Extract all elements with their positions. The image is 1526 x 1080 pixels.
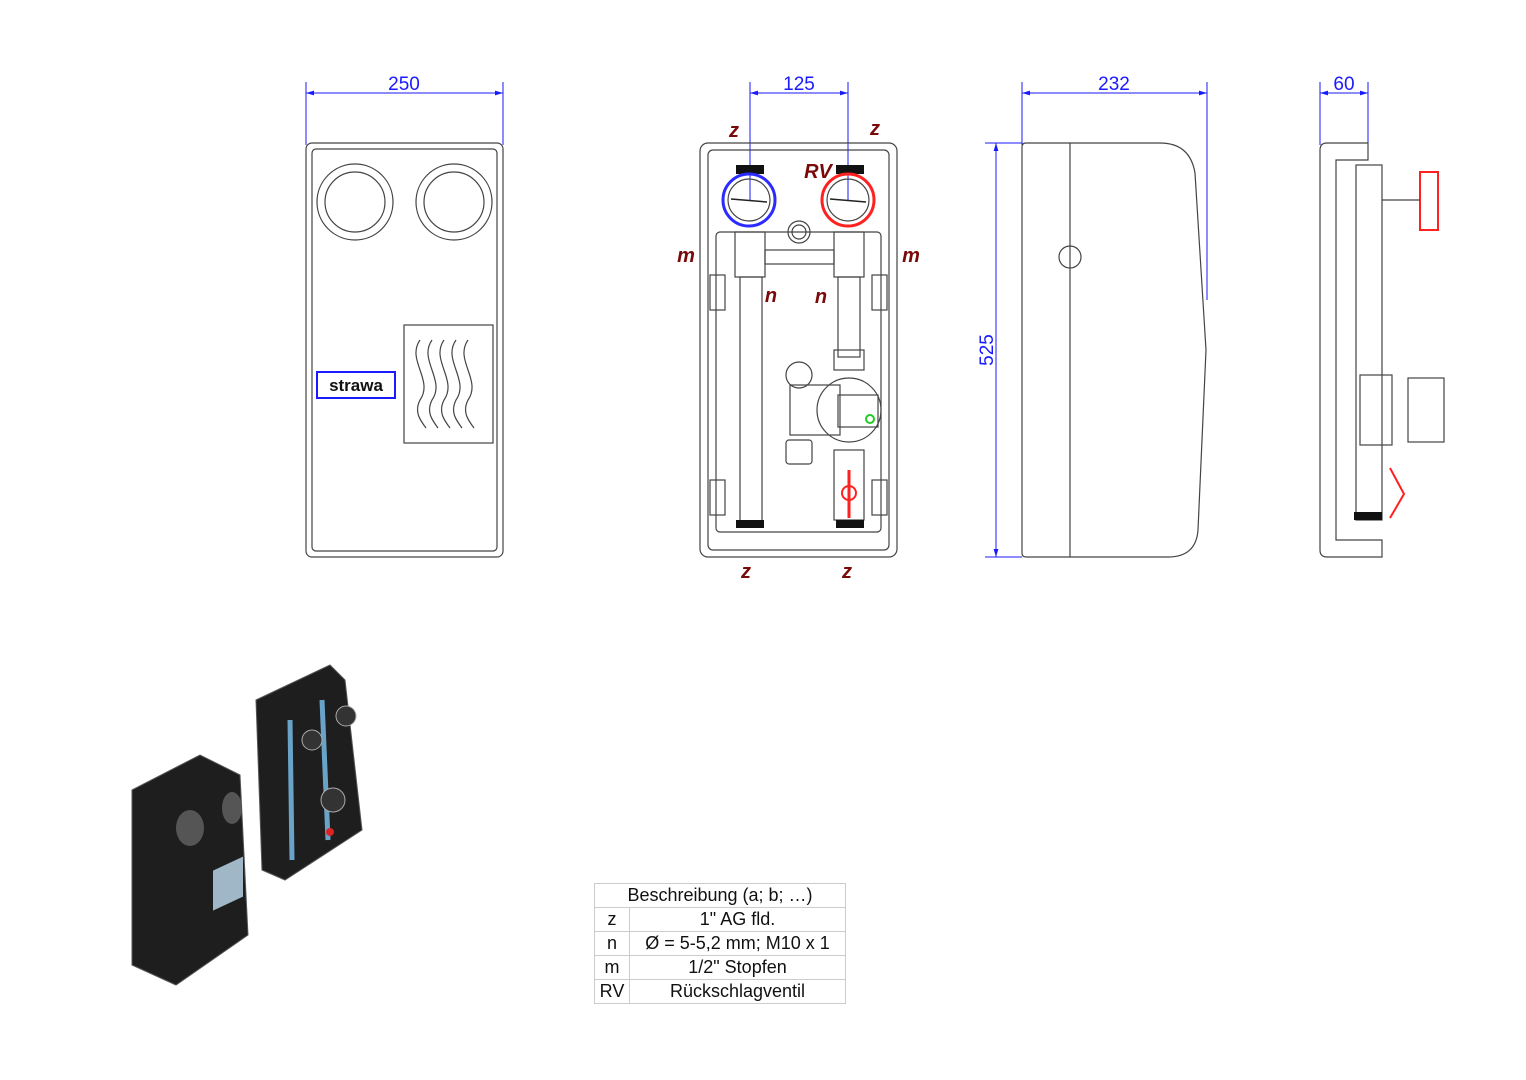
legend-key: RV: [594, 979, 630, 1004]
legend-desc: Rückschlagventil: [629, 979, 846, 1004]
dim-depth-60: 60: [1333, 74, 1354, 95]
label-rv: RV: [804, 161, 833, 183]
side-section-view: 60: [1319, 74, 1445, 558]
strawa-logo: strawa: [329, 376, 383, 395]
legend-desc: Ø = 5-5,2 mm; M10 x 1: [629, 931, 846, 956]
legend-header-row: Beschreibung (a; b; …): [594, 883, 846, 908]
label-n-left: n: [765, 285, 777, 307]
label-z-bottom-left: z: [740, 561, 751, 583]
legend-key: m: [594, 955, 630, 980]
wave-logo-icon: [415, 339, 475, 429]
legend-header: Beschreibung (a; b; …): [594, 883, 846, 908]
dim-depth-232: 232: [1098, 74, 1130, 95]
legend-desc: 1" AG fld.: [629, 907, 846, 932]
legend-key: n: [594, 931, 630, 956]
label-m-right: m: [902, 245, 920, 267]
label-m-left: m: [677, 245, 695, 267]
isometric-view: [131, 664, 363, 986]
side-view: 232 525: [977, 74, 1208, 558]
front-view-cover: 250 strawa: [305, 74, 504, 558]
legend-key: z: [594, 907, 630, 932]
dim-pipe-spacing-125: 125: [783, 74, 815, 95]
label-z-bottom-right: z: [841, 561, 852, 583]
label-z-top-right: z: [869, 118, 880, 140]
label-n-right: n: [815, 286, 827, 308]
legend-desc: 1/2" Stopfen: [629, 955, 846, 980]
dim-height-525: 525: [977, 334, 998, 366]
dim-width-250: 250: [388, 74, 420, 95]
label-z-top-left: z: [728, 120, 739, 142]
inner-view: 125 z z RV m m n n z z: [677, 74, 920, 583]
